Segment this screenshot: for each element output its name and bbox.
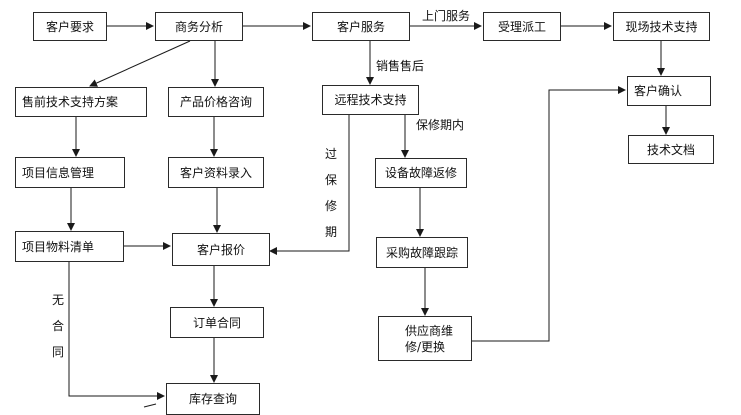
node-label: 远程技术支持 <box>334 93 407 107</box>
node-label: 项目信息管理 <box>22 165 95 180</box>
node-label: 采购故障跟踪 <box>385 245 458 260</box>
node-label: 现场技术支持 <box>625 19 698 34</box>
node-project-materials: 项目物料清单 <box>15 231 124 262</box>
label-in-warranty: 保修期内 <box>416 118 465 132</box>
node-label: 库存查询 <box>188 392 237 406</box>
node-repair-return: 设备故障返修 <box>375 158 467 188</box>
node-customer-service: 客户服务 <box>312 12 410 41</box>
node-customer-quote: 客户报价 <box>172 233 270 266</box>
label-out-of-warranty: 过保修期 <box>324 147 337 239</box>
node-customer-confirm: 客户确认 <box>627 76 711 106</box>
node-label: 供应商维修/更换 <box>405 324 454 354</box>
arrow-materials-to-inventory <box>68 262 165 400</box>
node-label: 商务分析 <box>174 19 223 34</box>
node-label: 订单合同 <box>192 315 241 330</box>
node-label: 技术文档 <box>646 142 695 157</box>
arrow-supplier-to-confirm <box>472 86 626 342</box>
node-label: 设备故障返修 <box>384 166 457 180</box>
partial-arrow-edge <box>143 403 157 408</box>
node-purchase-tracking: 采购故障跟踪 <box>376 237 468 268</box>
node-supplier-repair: 供应商维修/更换 <box>378 316 472 361</box>
node-presales-support: 售前技术支持方案 <box>15 87 147 117</box>
arrow-remote-to-quote <box>269 115 350 255</box>
node-label: 客户要求 <box>45 19 94 34</box>
node-onsite-support: 现场技术支持 <box>613 12 710 41</box>
node-label: 售前技术支持方案 <box>22 95 119 109</box>
node-customer-request: 客户要求 <box>33 12 107 41</box>
node-label: 项目物料清单 <box>22 239 95 254</box>
node-label: 客户资料录入 <box>179 165 252 180</box>
label-no-contract: 无合同 <box>51 293 64 359</box>
node-business-analysis: 商务分析 <box>155 12 243 41</box>
node-project-info: 项目信息管理 <box>15 157 125 188</box>
node-price-inquiry: 产品价格咨询 <box>168 87 264 117</box>
node-customer-data-entry: 客户资料录入 <box>168 157 264 188</box>
label-after-sales: 销售售后 <box>376 59 425 73</box>
node-tech-docs: 技术文档 <box>628 135 714 164</box>
node-order-contract: 订单合同 <box>170 307 264 338</box>
node-label: 客户服务 <box>336 19 385 34</box>
node-accept-dispatch: 受理派工 <box>483 12 561 41</box>
node-label: 受理派工 <box>497 19 546 34</box>
label-onsite-service: 上门服务 <box>422 9 471 23</box>
arrow-analysis-to-presales <box>89 40 191 87</box>
node-remote-support: 远程技术支持 <box>322 85 419 115</box>
node-label: 客户确认 <box>634 84 683 98</box>
node-label: 产品价格咨询 <box>179 95 252 109</box>
node-inventory-query: 库存查询 <box>166 383 260 415</box>
node-label: 客户报价 <box>196 242 245 257</box>
